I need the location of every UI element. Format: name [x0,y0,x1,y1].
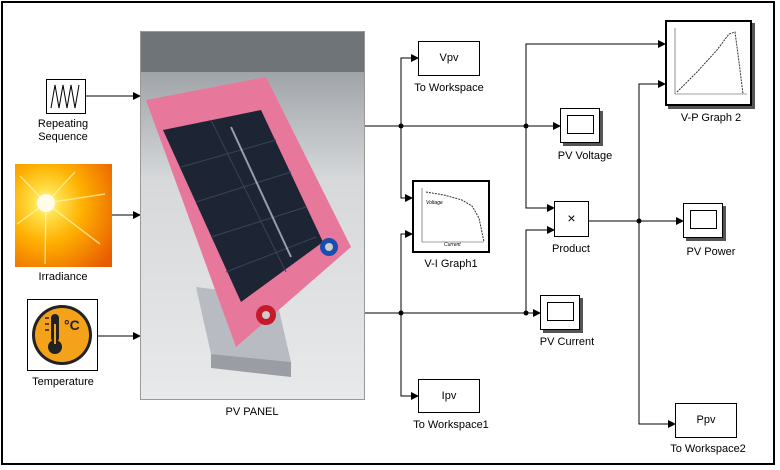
pv-voltage-label: PV Voltage [557,150,613,162]
temperature-label: Temperature [32,376,94,388]
solar-panel-photo [141,32,364,399]
wire-to-vp-graph-v [525,40,666,126]
multiply-icon: × [567,210,576,226]
celsius-symbol: °C [64,317,80,333]
ipv-workspace-block[interactable]: Ipv [418,379,480,413]
ppv-label: To Workspace2 [670,443,746,455]
pv-power-label: PV Power [686,246,736,258]
vp-graph-block[interactable] [665,20,752,106]
vi-y-axis-text: Voltage [426,200,443,206]
vi-curve-icon [421,188,485,243]
sawtooth-icon [50,84,80,109]
ppv-workspace-block[interactable]: Ppv [675,403,737,438]
irradiance-label: Irradiance [38,271,88,283]
vp-curve-icon [674,28,747,95]
pv-voltage-scope[interactable] [560,108,600,143]
wire-to-product-i [525,226,555,313]
wire-to-vi-graph-v [400,126,413,202]
repeating-sequence-label: Repeating Sequence [37,118,89,143]
repeating-sequence-block[interactable] [46,79,86,114]
pv-panel-block[interactable] [140,31,365,400]
vpv-workspace-block[interactable]: Vpv [418,41,480,76]
vp-graph-label: V-P Graph 2 [680,112,742,124]
thermometer-icon [32,305,92,365]
ppv-variable-name: Ppv [696,414,716,426]
pv-current-scope[interactable] [540,295,580,330]
pv-panel-label: PV PANEL [225,406,279,418]
pv-current-label: PV Current [539,336,595,348]
ipv-variable-name: Ipv [441,390,457,402]
wire-to-product-v [525,126,555,212]
wire-to-vi-graph-i [400,230,413,313]
temperature-block[interactable]: °C [27,299,98,371]
vpv-label: To Workspace [414,82,484,94]
vi-graph-label: V-I Graph1 [424,258,478,270]
irradiance-block[interactable] [15,164,112,267]
diagram-border [1,1,775,465]
product-block[interactable]: × [554,201,589,237]
vi-graph-block[interactable]: Voltage Current [412,180,490,253]
wire-to-ipv [400,313,419,400]
wire-to-vpv [400,54,419,126]
scope-icon [690,210,717,229]
sun-icon [15,164,112,267]
vi-x-axis-text: Current [444,242,461,248]
pv-power-scope[interactable] [683,203,723,238]
scope-icon [547,302,574,321]
vpv-variable-name: Vpv [439,52,459,64]
wire-to-ppv [638,221,676,428]
scope-icon [567,115,594,134]
wire-to-vp-graph-p [638,80,666,221]
product-label: Product [552,243,590,255]
ipv-label: To Workspace1 [413,419,489,431]
